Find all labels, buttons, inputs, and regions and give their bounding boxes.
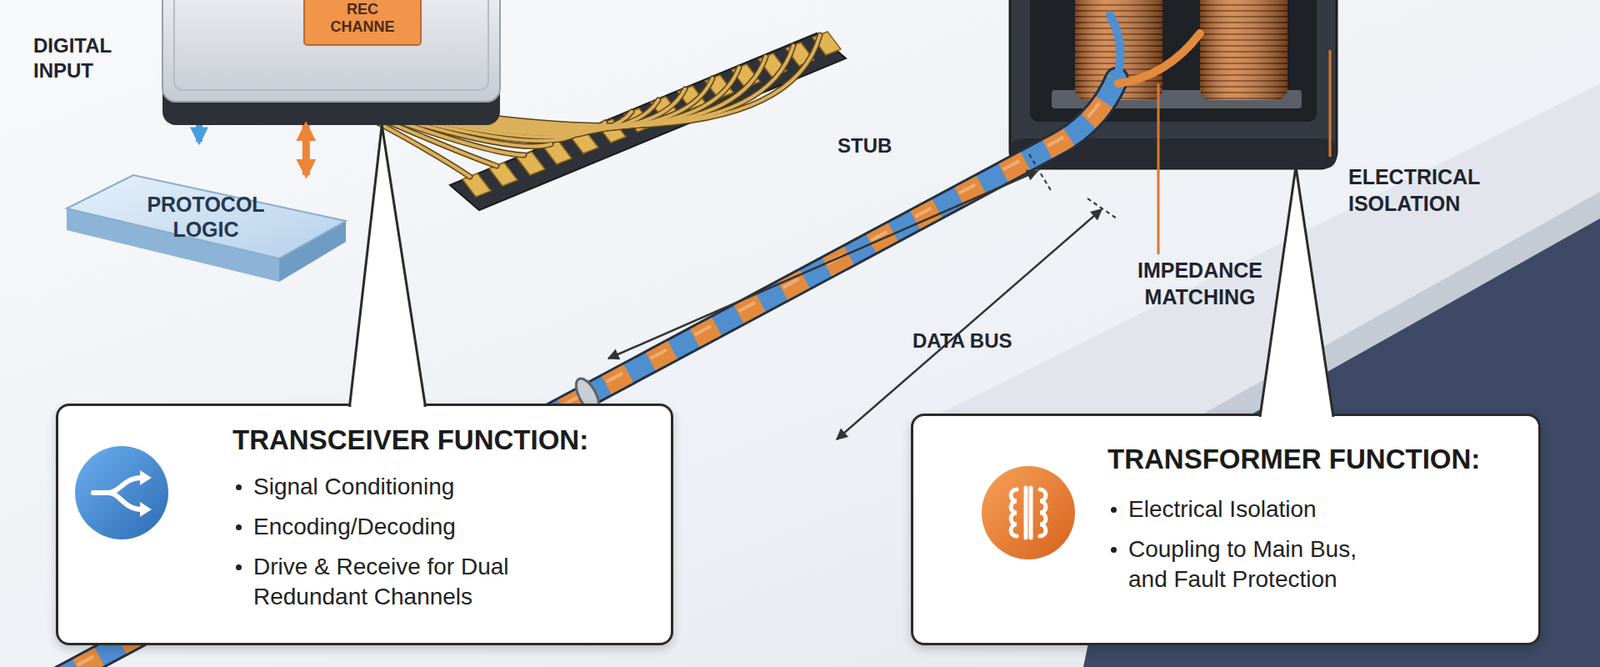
bullet-dot (235, 564, 242, 570)
bullet-dot (1110, 546, 1117, 553)
bullet-dot (1110, 506, 1117, 513)
bullet-text: Drive & Receive for Dual Redundant Chann… (253, 551, 591, 612)
dimension-tick (1029, 154, 1052, 192)
function-icon (73, 444, 170, 541)
callout-heading: TRANSCEIVER FUNCTION: (232, 423, 591, 457)
part-label: ELECTRICAL ISOLATION (1348, 163, 1507, 217)
connector-pads (462, 31, 841, 197)
transceiver-chip: REC CHANNE (162, 0, 500, 125)
callout-pointer (350, 125, 425, 407)
function-callout: TRANSCEIVER FUNCTION: Signal Conditioning… (55, 403, 674, 645)
text-group: REC CHANNE (320, 0, 405, 45)
leader-line (1329, 50, 1332, 157)
text-group: PROTOCOL LOGIC (126, 190, 285, 244)
platform-top (933, 83, 1600, 467)
bullet-item: Drive & Receive for Dual Redundant Chann… (232, 551, 591, 612)
bullet-item: Signal Conditioning (232, 471, 591, 502)
bullet-text: Coupling to Main Bus, and Fault Protecti… (1128, 534, 1383, 595)
bullet-item: Electrical Isolation (1107, 494, 1383, 525)
bullet-text: Encoding/Decoding (253, 511, 456, 542)
function-callout: TRANSFORMER FUNCTION: Electrical Isolatio… (910, 413, 1541, 645)
dimension-line (836, 209, 1102, 440)
logic-block: PROTOCOL LOGIC (58, 175, 350, 292)
signal-label: DIGITAL INPUT (33, 33, 150, 84)
bullet-item: Encoding/Decoding (232, 511, 591, 542)
callout-text: TRANSFORMER FUNCTION: Electrical Isolatio… (1107, 442, 1383, 595)
block-label: PROTOCOL LOGIC (126, 191, 285, 242)
function-icon (980, 464, 1077, 561)
callout-tail (1260, 166, 1334, 417)
bullet-text: Signal Conditioning (253, 471, 455, 502)
dimension-tick (1087, 198, 1117, 219)
leader-line (1157, 83, 1160, 255)
bullet-text: Electrical Isolation (1128, 494, 1317, 525)
connector-strip (450, 33, 846, 210)
bullet-dot (235, 484, 242, 490)
part-label: IMPEDANCE MATCHING (1116, 256, 1284, 310)
callout-text: TRANSCEIVER FUNCTION: Signal Conditioning… (232, 423, 591, 612)
transformer-body (1010, 0, 1337, 169)
dimension-label: DATA BUS (912, 328, 1046, 354)
signal-arrow (302, 125, 310, 175)
bullet-item: Coupling to Main Bus, and Fault Protecti… (1107, 534, 1383, 595)
dimension-label: STUB (837, 133, 913, 159)
callout-heading: TRANSFORMER FUNCTION: (1107, 442, 1383, 476)
chip-label: REC CHANNE (320, 0, 405, 36)
bullet-dot (235, 524, 242, 530)
transformer-coil (1075, 0, 1288, 100)
